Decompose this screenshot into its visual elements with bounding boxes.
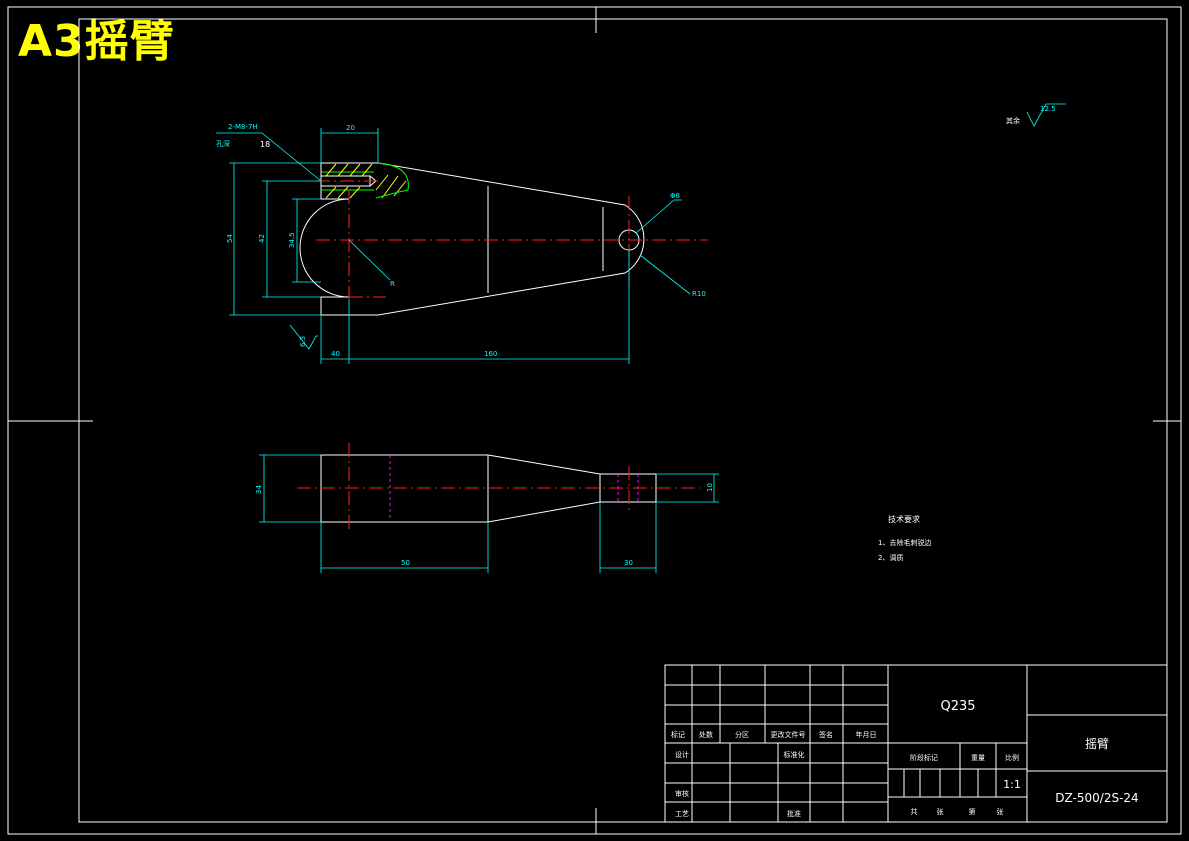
stage-headers: 阶段标记 重量 比例 [910,753,1019,762]
notes-title: 技术要求 [888,514,920,524]
side-dim-bottom-left: 50 [401,559,410,567]
thread-callout: 2-M8-7H [228,123,258,131]
scale: 1:1 [1003,778,1021,791]
sheet-index-suffix: 张 [997,807,1004,816]
sheet-count-labels: 共 张 第 张 [911,807,1004,816]
thread-depth-value: 18 [260,140,270,149]
sign-labels: 设计 标准化 审核 工艺 批准 [675,750,805,818]
notes-item-2: 2、调质 [878,553,903,562]
side-view: 34 10 50 30 [255,443,719,573]
dim-radius-right: R10 [692,290,706,298]
dim-top: 20 [346,124,355,132]
rev-header-3: 分区 [735,730,749,739]
rev-header-5: 签名 [819,730,833,739]
dim-bore: 34.5 [288,232,296,248]
side-dimensions [259,454,719,573]
dim-roughness: 6.3 [299,336,307,347]
side-dim-end: 10 [706,483,714,492]
sheet-total-suffix: 张 [937,807,944,816]
roughness-value: 12.5 [1040,105,1056,113]
sheet-total-prefix: 共 [911,807,918,816]
front-view: 20 2-M8-7H 孔深 18 54 42 34.5 Φ8 R R10 40 … [216,123,708,364]
dim-left: 40 [331,350,340,358]
roughness-symbol: 其余 12.5 [1006,103,1066,127]
label-approve: 批准 [787,809,801,818]
sheet-title: A3摇臂 [18,16,175,67]
technical-notes: 技术要求 1、去除毛刺锐边 2、调质 [878,514,931,562]
label-design: 设计 [675,750,689,759]
side-dim-height: 34 [255,485,263,494]
rev-header-2: 处数 [699,730,713,739]
rev-header-6: 年月日 [856,730,877,739]
label-review: 审核 [675,789,689,798]
title-block [664,664,1168,823]
dim-length: 160 [484,350,497,358]
label-standard: 标准化 [784,750,805,759]
part-name: 摇臂 [1085,737,1109,751]
stage-header-2: 重量 [971,754,985,762]
revision-headers: 标记 处数 分区 更改文件号 签名 年月日 [671,730,877,739]
stage-header-1: 阶段标记 [910,753,938,762]
material: Q235 [940,699,975,714]
arm-outline [299,162,645,316]
dim-radius-left: R [390,280,395,288]
stage-header-3: 比例 [1005,753,1019,762]
drawing-number: DZ-500/2S-24 [1055,791,1138,805]
front-dimensions [216,128,691,364]
dim-height-2: 42 [258,234,266,243]
sheet-index-prefix: 第 [969,807,976,816]
notes-item-1: 1、去除毛刺锐边 [878,538,931,547]
drawing-frame [7,6,1182,835]
thread-depth-label: 孔深 [216,139,230,148]
dim-hole: Φ8 [670,192,680,200]
roughness-label: 其余 [1006,116,1020,125]
side-dim-bottom-right: 30 [624,559,633,567]
dim-overall-height: 54 [226,234,234,243]
rev-header-4: 更改文件号 [771,730,806,739]
section-hatch [325,163,407,199]
rev-header-1: 标记 [671,730,685,739]
label-process: 工艺 [675,810,689,818]
